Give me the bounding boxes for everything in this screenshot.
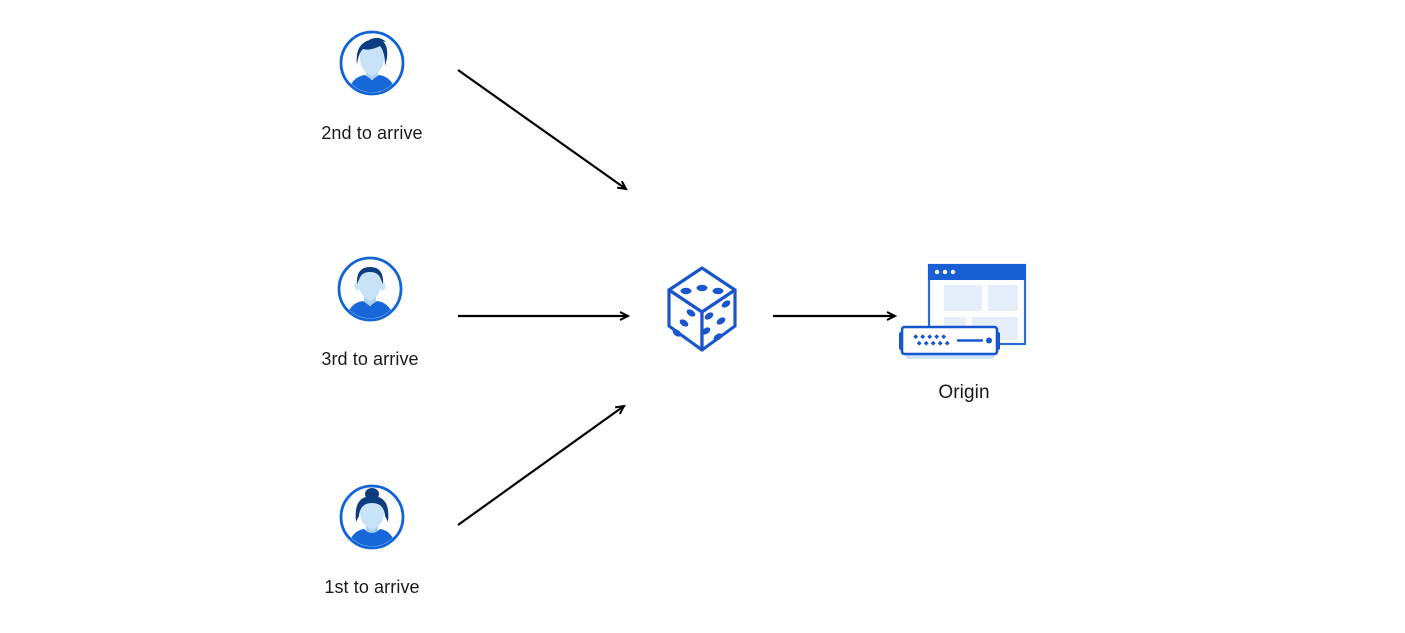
- origin-server-browser-icon: [899, 263, 1027, 359]
- origin-node: Origin: [898, 262, 1030, 404]
- client-node-1st: 1st to arrive: [292, 484, 452, 598]
- client-node-2nd: 2nd to arrive: [292, 30, 452, 144]
- arrow-client1-to-dice: [457, 404, 626, 526]
- user-woman-avatar-icon: [339, 484, 405, 550]
- arrow-client2-to-dice: [457, 69, 628, 191]
- user-man-short-hair-avatar-icon: [337, 256, 403, 322]
- user-man-avatar-icon: [339, 30, 405, 96]
- dice-icon: [667, 266, 737, 352]
- client-label-1st: 1st to arrive: [324, 577, 420, 597]
- client-label-3rd: 3rd to arrive: [321, 349, 419, 369]
- origin-label: Origin: [938, 382, 990, 403]
- dice-node: [666, 265, 738, 353]
- client-node-3rd: 3rd to arrive: [290, 256, 450, 370]
- client-label-2nd: 2nd to arrive: [321, 123, 423, 143]
